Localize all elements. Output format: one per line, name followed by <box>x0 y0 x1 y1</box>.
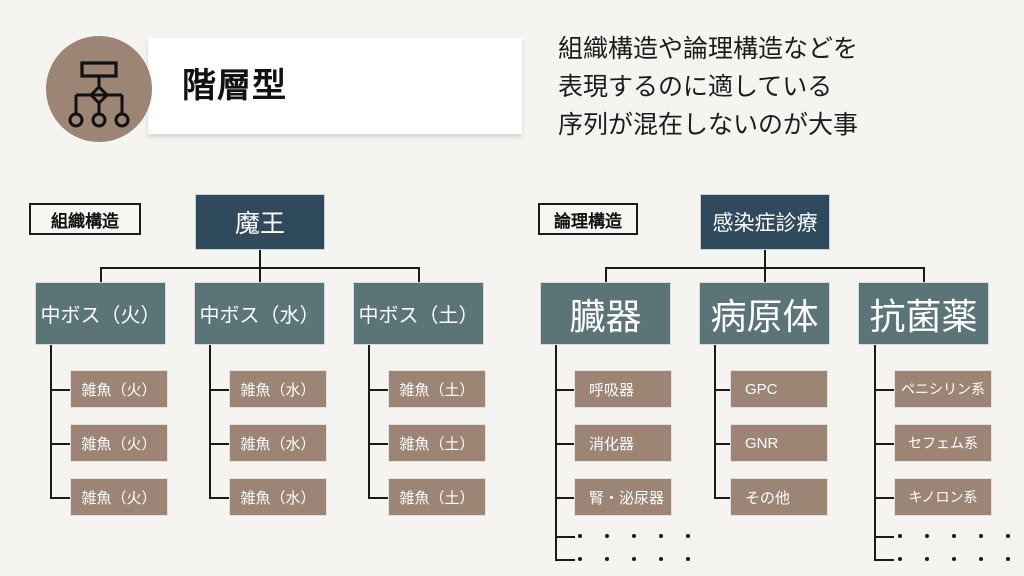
ellipsis-dots-row <box>898 534 1024 538</box>
tree-leaf[interactable]: 雑魚（水） <box>229 478 327 516</box>
tree-leaf[interactable]: 雑魚（水） <box>229 424 327 462</box>
connector <box>209 345 211 497</box>
header-bar <box>148 38 522 134</box>
description-line-1: 組織構造や論理構造などを <box>558 35 859 63</box>
tree-node-midboss-water[interactable]: 中ボス（水） <box>194 282 325 345</box>
connector <box>874 536 894 538</box>
connector <box>368 389 388 391</box>
tree-leaf[interactable]: セフェム系 <box>894 424 992 462</box>
hierarchy-icon <box>68 61 130 128</box>
connector <box>50 443 70 445</box>
connector <box>100 267 102 283</box>
connector <box>874 389 894 391</box>
connector <box>209 443 229 445</box>
connector <box>764 267 766 283</box>
tree-leaf[interactable]: ペニシリン系 <box>894 370 992 408</box>
connector <box>418 267 420 283</box>
connector <box>209 389 229 391</box>
tree-node-midboss-earth[interactable]: 中ボス（土） <box>353 282 484 345</box>
connector <box>714 443 734 445</box>
connector <box>714 345 716 497</box>
tree-tag-logic: 論理構造 <box>538 203 638 235</box>
connector <box>714 497 734 499</box>
connector <box>874 497 894 499</box>
tree-root-infection[interactable]: 感染症診療 <box>700 194 830 250</box>
connector <box>50 389 70 391</box>
connector <box>764 250 766 268</box>
tree-node-pathogen[interactable]: 病原体 <box>699 282 830 345</box>
page-title: 階層型 <box>182 67 287 105</box>
connector <box>555 389 575 391</box>
connector <box>368 443 388 445</box>
connector <box>714 389 734 391</box>
connector <box>209 497 229 499</box>
tree-root-maou[interactable]: 魔王 <box>195 194 325 250</box>
tree-leaf[interactable]: 雑魚（火） <box>70 478 168 516</box>
connector <box>555 559 575 561</box>
tree-leaf[interactable]: 雑魚（火） <box>70 370 168 408</box>
tree-leaf[interactable]: GNR <box>730 424 828 462</box>
tree-leaf[interactable]: キノロン系 <box>894 478 992 516</box>
tree-leaf[interactable]: 雑魚（土） <box>388 370 486 408</box>
tree-node-antibiotic[interactable]: 抗菌薬 <box>858 282 989 345</box>
connector <box>874 345 876 560</box>
ellipsis-dots-row <box>578 534 713 538</box>
connector <box>259 250 261 268</box>
connector <box>555 345 557 560</box>
connector <box>368 497 388 499</box>
connector <box>874 559 894 561</box>
tree-leaf[interactable]: 呼吸器 <box>574 370 672 408</box>
connector <box>874 443 894 445</box>
connector <box>259 267 261 283</box>
connector <box>368 345 370 497</box>
connector <box>555 497 575 499</box>
description-line-2: 表現するのに適している <box>558 73 833 101</box>
tree-leaf[interactable]: 消化器 <box>574 424 672 462</box>
tree-node-organ[interactable]: 臓器 <box>540 282 671 345</box>
tree-leaf[interactable]: GPC <box>730 370 828 408</box>
tree-leaf[interactable]: 雑魚（土） <box>388 478 486 516</box>
tree-leaf[interactable]: 雑魚（水） <box>229 370 327 408</box>
description-line-3: 序列が混在しないのが大事 <box>558 111 859 139</box>
tree-tag-organization: 組織構造 <box>29 203 141 235</box>
ellipsis-dots-row <box>578 557 713 561</box>
connector <box>555 443 575 445</box>
connector <box>50 497 70 499</box>
ellipsis-dots-row <box>898 557 1024 561</box>
description-text: 組織構造や論理構造などを 表現するのに適している 序列が混在しないのが大事 <box>558 30 858 144</box>
tree-leaf[interactable]: 腎・泌尿器 <box>574 478 672 516</box>
connector <box>50 345 52 497</box>
connector <box>605 267 607 283</box>
tree-node-midboss-fire[interactable]: 中ボス（火） <box>35 282 166 345</box>
tree-leaf[interactable]: 雑魚（火） <box>70 424 168 462</box>
connector <box>923 267 925 283</box>
tree-leaf[interactable]: その他 <box>730 478 828 516</box>
tree-leaf[interactable]: 雑魚（土） <box>388 424 486 462</box>
connector <box>555 536 575 538</box>
